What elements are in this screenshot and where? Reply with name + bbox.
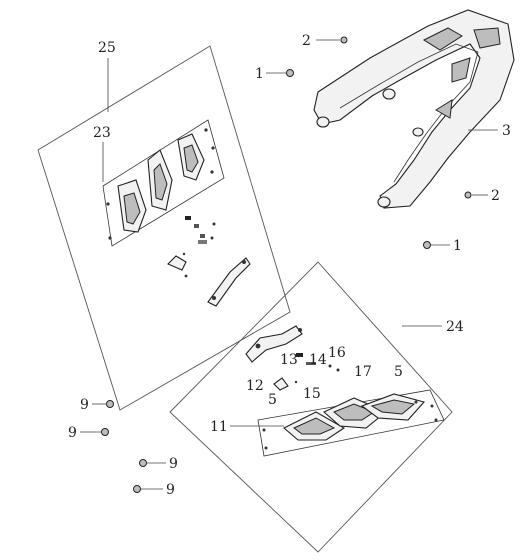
rear-reflector-plate-23 [102,119,225,247]
nut-9-b [101,428,109,436]
callout-2-right: 2 [491,188,500,204]
bolt-2-top [340,36,348,44]
callout-5-left: 5 [268,392,277,408]
callout-14: 14 [309,352,327,368]
rear-carrier-rack-3 [313,9,515,209]
mounting-bracket-upper [167,255,251,307]
nut-9-c [139,459,147,467]
callout-17: 17 [354,364,372,380]
fastener-stack-upper [182,216,216,256]
bolt-2-right [464,191,472,199]
fastener-stack-lower [273,353,340,391]
callout-9-a: 9 [80,397,89,413]
rear-reflector-plate-11 [257,389,445,457]
callout-16: 16 [328,345,346,361]
rear-light-assembly-frame-25 [37,45,291,411]
callout-23: 23 [93,125,111,141]
callout-13: 13 [280,352,298,368]
callout-11: 11 [210,419,228,435]
nut-9-d [133,485,141,493]
callout-15: 15 [303,386,321,402]
nut-1-right [423,241,431,249]
callout-3: 3 [502,123,511,139]
callout-2-top: 2 [302,33,311,49]
callout-24: 24 [446,319,464,335]
callout-9-b: 9 [68,425,77,441]
nut-9-a [106,400,114,408]
callout-5-right: 5 [394,364,403,380]
bolt-1-top [286,69,294,77]
callout-9-c: 9 [169,456,178,472]
mounting-bracket-lower [245,325,303,363]
callout-12: 12 [246,378,264,394]
callout-1-top: 1 [255,66,264,82]
callout-1-right: 1 [453,238,462,254]
callout-9-d: 9 [166,482,175,498]
rear-light-assembly-frame-24 [169,261,453,553]
callout-25: 25 [98,40,116,56]
